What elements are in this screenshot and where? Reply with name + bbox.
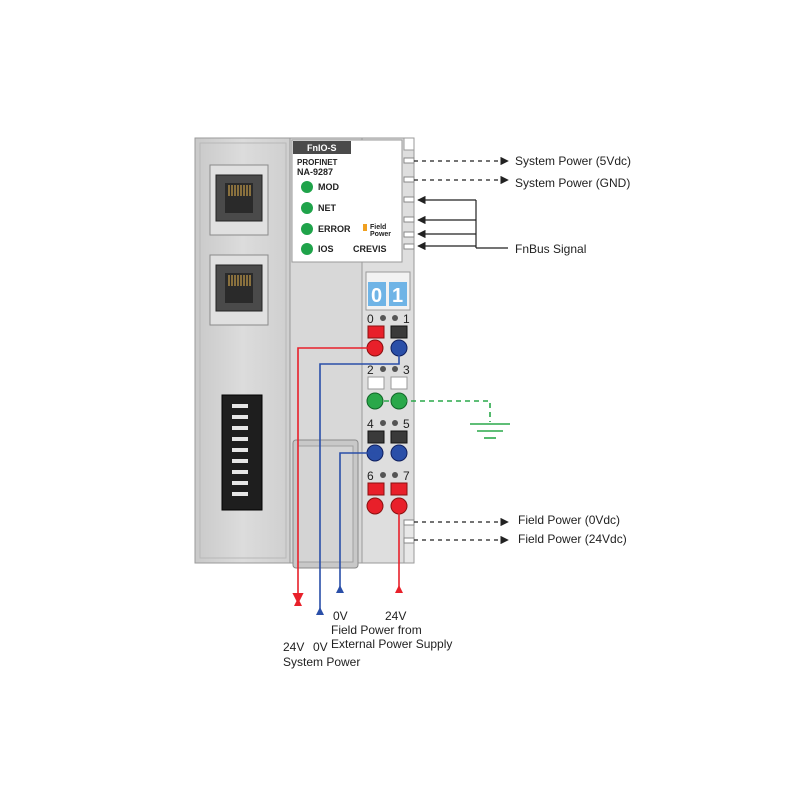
model-label: NA-9287 (297, 167, 333, 177)
net-led (301, 202, 313, 214)
rj45-port-2 (209, 254, 269, 326)
terminal-num-7: 7 (403, 469, 410, 483)
wire-ground (375, 400, 491, 422)
field-24v-label: 24V (385, 609, 406, 623)
field-power-from-label: Field Power from (331, 623, 422, 637)
slot-indicator: 0 1 (365, 271, 411, 311)
field-power-label-1: Field (370, 224, 386, 231)
sys-24v-label: 24V (283, 640, 304, 654)
terminal-num-2: 2 (367, 363, 374, 377)
wire-arrows (294, 585, 403, 615)
field-power-arrows (414, 517, 509, 545)
wire-sys-24v (292, 347, 375, 605)
slot-digit-2: 1 (392, 285, 403, 307)
slot-digit-1: 0 (371, 285, 382, 307)
field-power-led (363, 224, 367, 231)
brand-label: CREVIS (353, 244, 387, 254)
ground-symbol (470, 423, 510, 439)
system-power-label: System Power (283, 655, 360, 669)
wires (292, 347, 491, 612)
sys-0v-label: 0V (313, 640, 328, 654)
error-led (301, 223, 313, 235)
field-0v-label: 0V (333, 609, 348, 623)
system-power-gnd-label: System Power (GND) (515, 176, 630, 190)
terminal-5-blue (390, 444, 408, 462)
terminal-6-red (366, 497, 384, 515)
protocol-label: PROFINET (297, 158, 338, 167)
fnbus-signal-label: FnBus Signal (515, 242, 586, 256)
terminal-num-3: 3 (403, 363, 410, 377)
mod-led (301, 181, 313, 193)
system-power-5v-label: System Power (5Vdc) (515, 154, 631, 168)
cable-duct (292, 439, 359, 569)
wire-field-0v (339, 452, 375, 590)
led-label-mod: MOD (318, 182, 339, 192)
terminal-num-5: 5 (403, 417, 410, 431)
led-label-net: NET (318, 203, 337, 213)
led-label-ios: IOS (318, 244, 334, 254)
terminal-num-4: 4 (367, 417, 374, 431)
wire-sys-0v (319, 348, 400, 612)
led-label-error: ERROR (318, 224, 351, 234)
field-power-24v-label: Field Power (24Vdc) (518, 532, 627, 546)
rj45-port-1 (209, 164, 269, 236)
field-power-0v-label: Field Power (0Vdc) (518, 513, 620, 527)
external-supply-label: External Power Supply (331, 637, 452, 651)
label-panel: FnIO-S PROFINET NA-9287 MOD NET ERROR IO… (291, 139, 403, 263)
series-label: FnIO-S (307, 143, 337, 153)
ios-led (301, 243, 313, 255)
fnbus-arrows (417, 195, 508, 251)
dip-switch (221, 394, 263, 511)
field-power-label-2: Power (370, 231, 391, 238)
terminal-num-6: 6 (367, 469, 374, 483)
system-power-arrows (414, 156, 509, 185)
terminal-num-0: 0 (367, 312, 374, 326)
terminal-num-1: 1 (403, 312, 410, 326)
